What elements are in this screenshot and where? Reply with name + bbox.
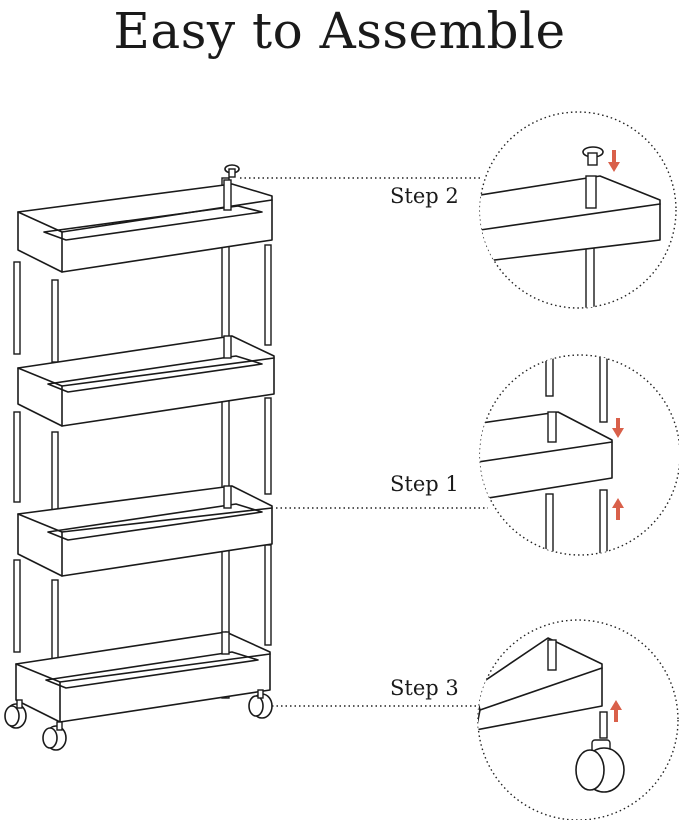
- shelf-4: [15, 631, 271, 723]
- step-3-label: Step 3: [390, 676, 459, 700]
- storage-cart: [4, 164, 275, 751]
- pole-right-3: [264, 544, 272, 646]
- page-title: Easy to Assemble: [113, 2, 566, 60]
- step-1-label: Step 1: [390, 472, 459, 496]
- detail-circle-step-3: [477, 619, 679, 820]
- detail-circle-step-2: [479, 111, 677, 309]
- back-pole-right: [221, 177, 230, 699]
- wheel-front-mid: [42, 721, 67, 751]
- up-arrow-icon: [610, 700, 622, 722]
- wheel-right: [248, 689, 273, 719]
- wheel-front-left: [4, 699, 27, 729]
- step-2-label: Step 2: [390, 184, 459, 208]
- pole-left-3: [13, 559, 21, 653]
- shelf-2: [17, 335, 275, 427]
- pole-left-1: [13, 261, 21, 355]
- pole-right-2: [264, 397, 272, 495]
- down-arrow-icon: [612, 418, 624, 438]
- pole-mid-2: [51, 431, 59, 513]
- up-arrow-icon: [612, 498, 624, 520]
- pole-mid-3: [51, 579, 59, 661]
- shelf-3: [17, 485, 273, 577]
- pole-right-1: [264, 244, 272, 346]
- pole-left-2: [13, 411, 21, 503]
- shelf-1: [17, 164, 273, 273]
- pole-mid-1: [51, 279, 59, 363]
- down-arrow-icon: [608, 150, 620, 172]
- detail-circle-step-1: [479, 354, 679, 556]
